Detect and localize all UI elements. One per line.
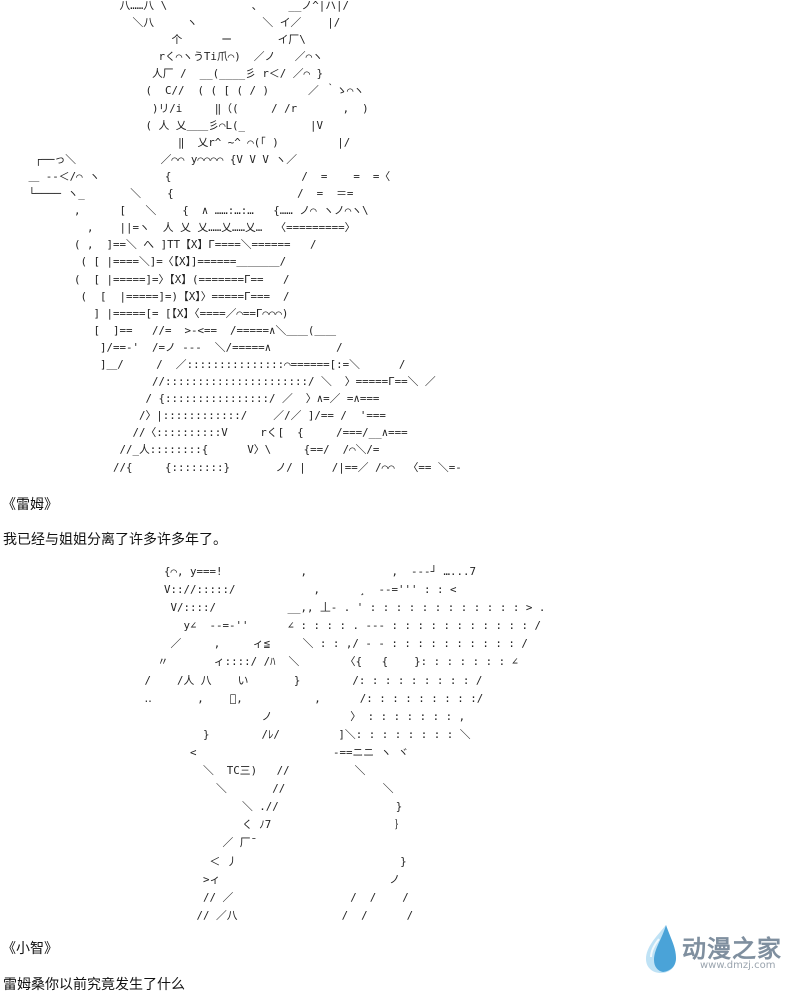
watermark-site-url: www.dmzj.com bbox=[700, 960, 776, 971]
ascii-art-rem: 八……八 \ 、 __ノ^|ハ|/ ＼八 ヽ ＼ イ／ |/ 个 ー イ厂\ r… bbox=[28, 0, 462, 474]
dialogue-line-satoshi: 雷姆桑你以前究竟发生了什么 bbox=[3, 977, 185, 993]
site-watermark: 动漫之家 www.dmzj.com bbox=[642, 923, 792, 975]
speaker-name-satoshi: 《小智》 bbox=[2, 941, 58, 957]
ascii-art-satoshi: {⌒, y===! , , ‐‐‐┘ …...7 V:://:::::/ , ¸… bbox=[144, 565, 546, 922]
watermark-site-name: 动漫之家 bbox=[682, 935, 782, 963]
water-drop-icon bbox=[646, 925, 676, 973]
dialogue-line-rem: 我已经与姐姐分离了许多许多年了。 bbox=[3, 532, 227, 548]
speaker-name-rem: 《雷姆》 bbox=[2, 497, 58, 513]
